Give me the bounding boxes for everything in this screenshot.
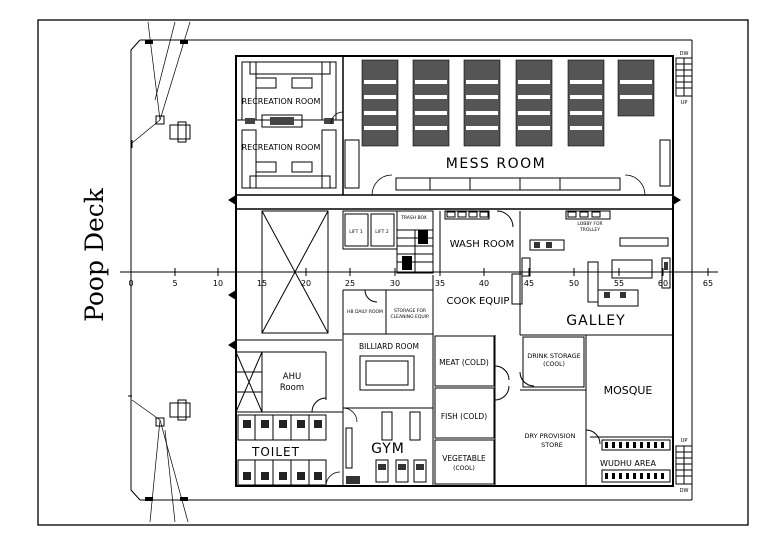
vegetable-cool-label-2: (COOL) (453, 465, 475, 472)
gym-equipment (345, 411, 427, 483)
drawing-border (37, 19, 749, 526)
billiard-table (359, 355, 415, 391)
lift-2-label: LIFT 2 (375, 229, 389, 235)
stair-bottom-right (675, 445, 693, 485)
cook-equip-label: COOK EQUIP (447, 296, 510, 307)
wudhu-taps (605, 442, 664, 479)
ahu-room (235, 351, 343, 413)
void-area (236, 210, 342, 341)
dry-provision-label-1: DRY PROVISION (525, 432, 576, 440)
wudhu-area-label: WUDHU AREA (600, 459, 656, 468)
stair-dw-label-top: DW (680, 51, 689, 57)
frame-label: 5 (172, 279, 177, 288)
winch-icon (155, 115, 191, 427)
daily-storage-rooms (342, 275, 434, 486)
frame-label: 40 (479, 279, 489, 288)
frame-scale-labels: 0 5 10 15 20 25 30 35 40 45 50 55 60 65 (128, 279, 713, 288)
toilet-fixtures (243, 420, 322, 480)
mess-room-counters (344, 139, 671, 191)
mess-room-tables-gaps (364, 80, 652, 130)
toilet-stalls (237, 414, 327, 486)
bollard-icon (145, 40, 188, 501)
galley-equipment-fill (534, 242, 668, 298)
frame-label: 55 (614, 279, 624, 288)
lobby-trolley-label-2: TROLLEY (579, 227, 600, 233)
hb-daily-room-label: HB DAILY ROOM (347, 309, 383, 315)
stair-up-label-bottom: UP (681, 438, 688, 444)
frame-label: 60 (658, 279, 668, 288)
stair-up-label-top: UP (681, 100, 688, 106)
ahu-room-label-1: AHU (283, 372, 301, 382)
gym-equipment-fill (346, 464, 424, 484)
wash-room-label: WASH ROOM (450, 239, 515, 250)
frame-scale (120, 268, 718, 276)
stair-dw-label-bottom: DW (680, 488, 689, 494)
recreation-rooms: RECREATION ROOM RECREATION ROOM (236, 61, 344, 189)
galley-label: GALLEY (566, 313, 625, 329)
cold-storage (434, 335, 510, 486)
lift-area (342, 210, 434, 274)
lift-1-label: LIFT 1 (349, 229, 363, 235)
frame-label: 15 (257, 279, 267, 288)
deck-title: Poop Deck (80, 187, 109, 322)
frame-label: 65 (703, 279, 713, 288)
drink-storage-label-1: DRINK STORAGE (527, 352, 581, 360)
dry-provision-label-2: STORE (541, 441, 563, 449)
fish-cold-label: FISH (COLD) (441, 412, 487, 421)
galley-fixtures (511, 210, 673, 336)
wudhu-area (590, 436, 673, 483)
mess-room-label: MESS ROOM (446, 156, 547, 172)
frame-label: 35 (435, 279, 445, 288)
superstructure-outline (235, 55, 674, 487)
wall-markers (228, 290, 236, 300)
frame-label: 20 (301, 279, 311, 288)
storage-cleaning-label-1: STORAGE FOR (394, 308, 426, 314)
frame-label: 10 (213, 279, 223, 288)
gym-label: GYM (371, 441, 405, 457)
billiard-room-label: BILLIARD ROOM (359, 342, 419, 351)
mess-room-tables (361, 59, 655, 147)
drink-storage-label-2: (COOL) (543, 361, 565, 368)
storage-cleaning-label-2: CLEANING EQUIP. (391, 314, 430, 320)
meat-cold-label: MEAT (COLD) (439, 358, 489, 367)
lobby-trolley-label-1: LOBBY FOR (577, 221, 602, 227)
mooring-lines (131, 21, 191, 523)
vegetable-cool-label-1: VEGETABLE (442, 454, 486, 463)
frame-label: 25 (345, 279, 355, 288)
frame-label: 45 (524, 279, 534, 288)
wash-room (439, 210, 521, 335)
toilet-label: TOILET (251, 445, 300, 459)
ahu-room-label-2: Room (280, 383, 304, 393)
mosque-label: MOSQUE (604, 384, 653, 397)
frame-label: 0 (128, 279, 133, 288)
frame-label: 30 (390, 279, 400, 288)
recreation-room-label-1: RECREATION ROOM (242, 97, 321, 106)
trash-box-label: TRASH BOX (400, 215, 427, 221)
recreation-room-label-2: RECREATION ROOM (242, 143, 321, 152)
frame-label: 50 (569, 279, 579, 288)
stair-top-right (675, 57, 693, 97)
provision-rooms (519, 335, 601, 486)
